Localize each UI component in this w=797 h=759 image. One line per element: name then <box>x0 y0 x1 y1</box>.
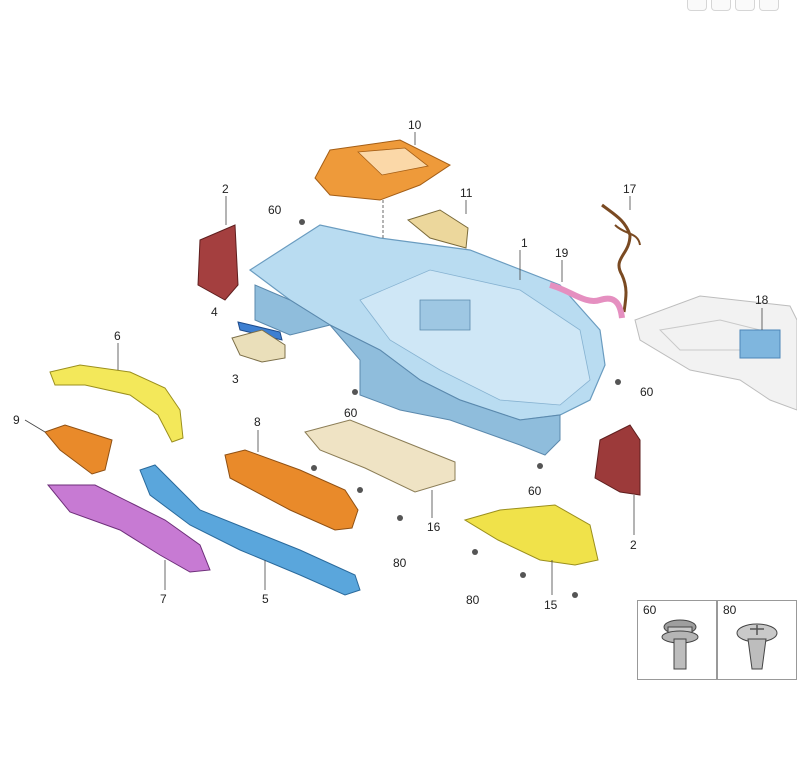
callout-60-bottom: 60 <box>528 484 542 498</box>
part-8-glovebox-trim[interactable] <box>224 430 359 531</box>
part-3-bracket[interactable] <box>231 329 286 363</box>
toolbar-button[interactable] <box>687 0 707 11</box>
fasteners <box>299 219 621 598</box>
callout-7: 7 <box>160 592 167 606</box>
part-18-console[interactable] <box>634 295 797 411</box>
callout-60-right: 60 <box>640 385 654 399</box>
part-11-speaker-grille[interactable] <box>406 200 469 249</box>
part-16-support-bracket[interactable] <box>304 419 456 518</box>
toolbar-button[interactable] <box>735 0 755 11</box>
callout-4: 4 <box>211 305 218 319</box>
callout-60-center: 60 <box>344 406 358 420</box>
callout-9: 9 <box>13 413 20 427</box>
inset-clip-80: 80 <box>717 600 797 680</box>
toolbar-button[interactable] <box>759 0 779 11</box>
part-2-right-end-panel[interactable] <box>594 424 641 535</box>
inset-bolt-number: 60 <box>643 603 657 617</box>
callout-18: 18 <box>755 293 769 307</box>
callout-5: 5 <box>262 592 269 606</box>
part-1-dashboard[interactable] <box>248 224 606 456</box>
callout-80-center: 80 <box>393 556 407 570</box>
toolbar-button[interactable] <box>711 0 731 11</box>
callout-3: 3 <box>232 372 239 386</box>
callout-16: 16 <box>427 520 441 534</box>
callout-1: 1 <box>521 236 528 250</box>
callout-19: 19 <box>555 246 569 260</box>
part-7-lower-bracket[interactable] <box>46 484 211 590</box>
callout-80-bottom: 80 <box>466 593 480 607</box>
part-6-upper-trim[interactable] <box>49 343 184 443</box>
callout-6: 6 <box>114 329 121 343</box>
callout-60-top: 60 <box>268 203 282 217</box>
inset-clip-number: 80 <box>723 603 737 617</box>
part-9-trim-end[interactable] <box>24 419 113 475</box>
callout-11: 11 <box>460 186 473 200</box>
callout-10: 10 <box>408 118 422 132</box>
bolt-icon <box>661 619 699 670</box>
callout-15: 15 <box>544 598 558 612</box>
part-15-support-bracket[interactable] <box>463 504 599 595</box>
part-19-air-duct[interactable] <box>549 260 625 319</box>
inset-bolt-60: 60 <box>637 600 717 680</box>
callout-8: 8 <box>254 415 261 429</box>
callout-2-left: 2 <box>222 182 229 196</box>
part-10-instrument-hood[interactable] <box>314 132 451 240</box>
callout-17: 17 <box>623 182 637 196</box>
push-clip-icon <box>736 623 778 670</box>
viewer-toolbar <box>687 0 779 11</box>
part-17-wiring-harness[interactable] <box>601 196 641 313</box>
part-2-left-end-panel[interactable] <box>197 196 239 301</box>
callout-2-right: 2 <box>630 538 637 552</box>
part-5-lower-trim[interactable] <box>139 464 361 596</box>
